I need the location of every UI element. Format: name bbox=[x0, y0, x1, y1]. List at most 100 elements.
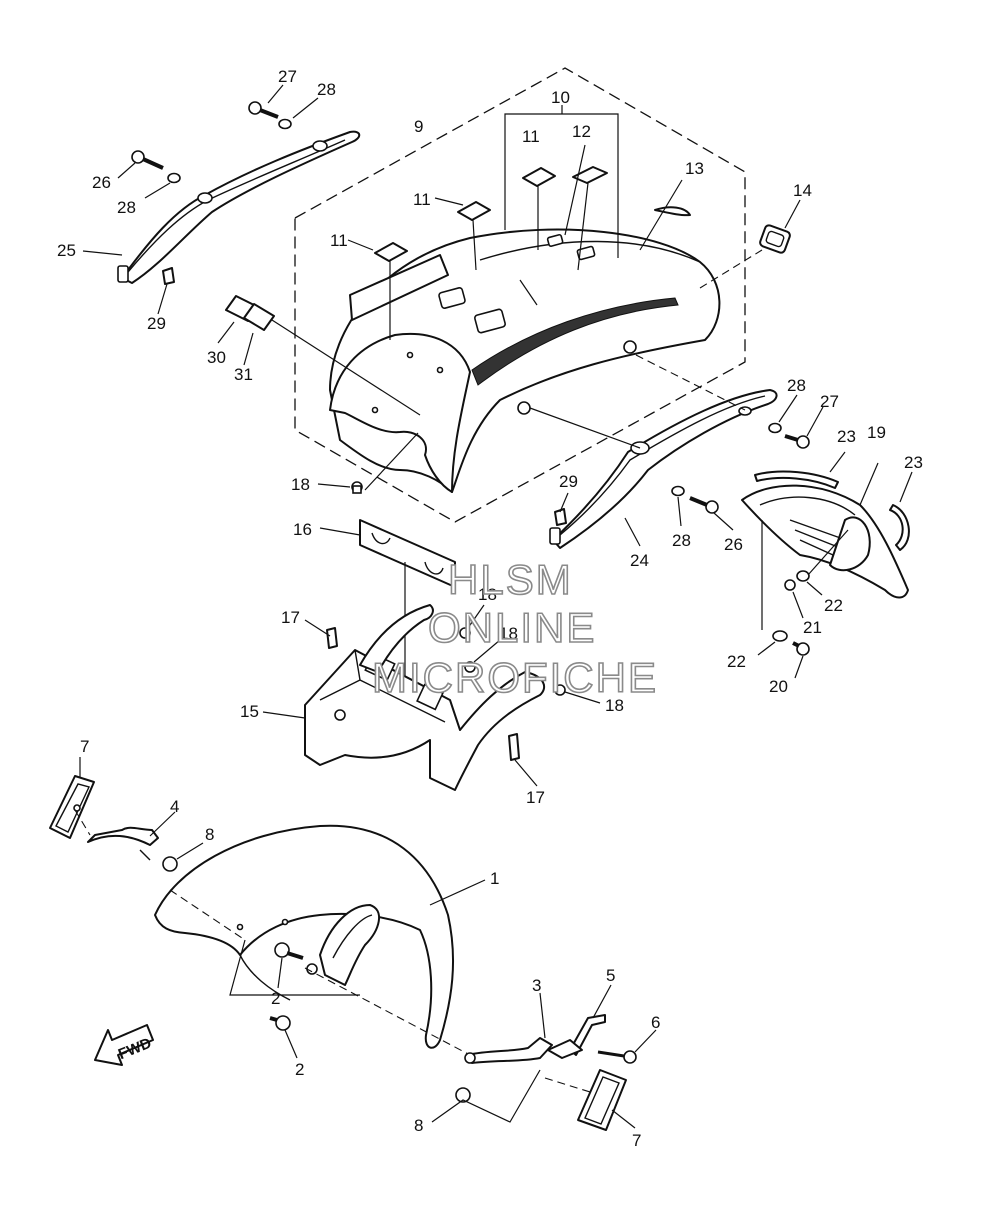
callout-29-right: 29 bbox=[559, 472, 578, 491]
fwd-direction-arrow: FWD bbox=[94, 1024, 154, 1066]
callout-16: 16 bbox=[293, 520, 312, 539]
decal-11-left bbox=[374, 242, 408, 262]
washer-22-upper bbox=[796, 570, 810, 582]
bolt-21 bbox=[784, 579, 796, 591]
assembly-outline-9 bbox=[294, 67, 746, 523]
callout-28-right: 28 bbox=[787, 376, 806, 395]
callout-14: 14 bbox=[793, 181, 812, 200]
bracket-5 bbox=[547, 1014, 606, 1059]
callout-18-center: 18 bbox=[499, 624, 518, 643]
callout-2-lower: 2 bbox=[295, 1060, 304, 1079]
bolt-18-upper-center bbox=[459, 627, 471, 639]
callout-22-upper: 22 bbox=[824, 596, 843, 615]
reflector-7-upper bbox=[49, 775, 95, 839]
callout-7-lower: 7 bbox=[632, 1131, 641, 1150]
bolt-6 bbox=[597, 1050, 637, 1064]
callout-4: 4 bbox=[170, 797, 179, 816]
callout-18-right: 18 bbox=[605, 696, 624, 715]
inner-fender-15 bbox=[304, 604, 546, 791]
callout-3: 3 bbox=[532, 976, 541, 995]
callout-30: 30 bbox=[207, 348, 226, 367]
callout-11-mid: 11 bbox=[413, 190, 431, 209]
callout-27-upper: 27 bbox=[278, 67, 297, 86]
decal-12 bbox=[572, 166, 608, 184]
washer-28-lower-right bbox=[671, 485, 685, 497]
callout-2-upper: 2 bbox=[271, 989, 280, 1008]
bolt-26-upper-left bbox=[131, 150, 164, 170]
washer-28-upper bbox=[278, 118, 292, 130]
callout-18-rear: 18 bbox=[291, 475, 310, 494]
cushion-23-side bbox=[889, 504, 910, 551]
callout-23-top: 23 bbox=[837, 427, 856, 446]
watermark: HLSM ONLINE MICROFICHE bbox=[371, 555, 658, 702]
callout-25: 25 bbox=[57, 241, 76, 260]
callout-24: 24 bbox=[630, 551, 649, 570]
bolt-26-lower-right bbox=[689, 496, 719, 514]
bolt-18-lower-rear bbox=[351, 481, 363, 494]
callout-27-right: 27 bbox=[820, 392, 839, 411]
decal-11-mid bbox=[457, 201, 491, 221]
bolt-27-upper-left bbox=[248, 101, 279, 119]
callout-20: 20 bbox=[769, 677, 788, 696]
bolt-18-center bbox=[464, 661, 476, 673]
stay-3 bbox=[464, 1037, 553, 1064]
callout-23-right: 23 bbox=[904, 453, 923, 472]
nut-8-upper bbox=[162, 856, 178, 872]
callout-26-upper: 26 bbox=[92, 173, 111, 192]
watermark-line-2: ONLINE bbox=[428, 604, 596, 651]
clip-17-upper bbox=[326, 627, 338, 649]
watermark-line-3: MICROFICHE bbox=[372, 654, 658, 701]
callout-22-lower: 22 bbox=[727, 652, 746, 671]
decal-11-right bbox=[522, 167, 556, 187]
callout-29-left: 29 bbox=[147, 314, 166, 333]
callout-10: 10 bbox=[551, 88, 570, 107]
bolt-18-right bbox=[554, 684, 566, 696]
callout-17-upper: 17 bbox=[281, 608, 300, 627]
grommet-14 bbox=[759, 224, 791, 254]
callout-11-right: 11 bbox=[522, 127, 540, 146]
callout-15: 15 bbox=[240, 702, 259, 721]
callout-1: 1 bbox=[490, 869, 499, 888]
callout-8-upper: 8 bbox=[205, 825, 214, 844]
callout-8-lower: 8 bbox=[414, 1116, 423, 1135]
callout-28-left: 28 bbox=[117, 198, 136, 217]
callout-7-upper: 7 bbox=[80, 737, 89, 756]
reflector-31 bbox=[243, 303, 275, 331]
bolt-27-right bbox=[784, 434, 810, 449]
clip-17-lower bbox=[508, 733, 520, 761]
washer-28-right bbox=[768, 422, 782, 434]
front-fender-1 bbox=[154, 824, 455, 1049]
reflector-7-lower bbox=[577, 1069, 627, 1131]
grab-rail-25 bbox=[117, 130, 361, 284]
decal-13 bbox=[654, 206, 691, 217]
rear-fender bbox=[329, 228, 721, 493]
callout-26-lower-right: 26 bbox=[724, 535, 743, 554]
grab-rail-24 bbox=[549, 389, 778, 549]
washer-28-lower-left bbox=[167, 172, 181, 184]
callout-6: 6 bbox=[651, 1013, 660, 1032]
callout-18-upper-center: 18 bbox=[478, 585, 497, 604]
callout-5: 5 bbox=[606, 966, 615, 985]
bolt-2-upper bbox=[274, 942, 304, 960]
callout-28-upper: 28 bbox=[317, 80, 336, 99]
watermark-line-1: HLSM bbox=[448, 556, 573, 603]
bracket-4 bbox=[87, 826, 159, 861]
bolt-20 bbox=[792, 641, 810, 656]
callout-12: 12 bbox=[572, 122, 591, 141]
callout-9: 9 bbox=[414, 117, 423, 136]
callout-21: 21 bbox=[803, 618, 822, 637]
nut-8-lower bbox=[455, 1087, 471, 1103]
plate-16 bbox=[359, 519, 456, 588]
callout-13: 13 bbox=[685, 159, 704, 178]
callout-31: 31 bbox=[234, 365, 253, 384]
taillight-bracket-19 bbox=[741, 484, 909, 599]
callout-11-left: 11 bbox=[330, 231, 348, 250]
callout-19: 19 bbox=[867, 423, 886, 442]
washer-22-lower bbox=[772, 630, 788, 642]
cushion-29-left bbox=[162, 267, 175, 285]
cushion-23-top bbox=[754, 470, 839, 489]
bolt-2-lower bbox=[269, 1015, 291, 1031]
callout-17-lower: 17 bbox=[526, 788, 545, 807]
callout-28-lower-right: 28 bbox=[672, 531, 691, 550]
